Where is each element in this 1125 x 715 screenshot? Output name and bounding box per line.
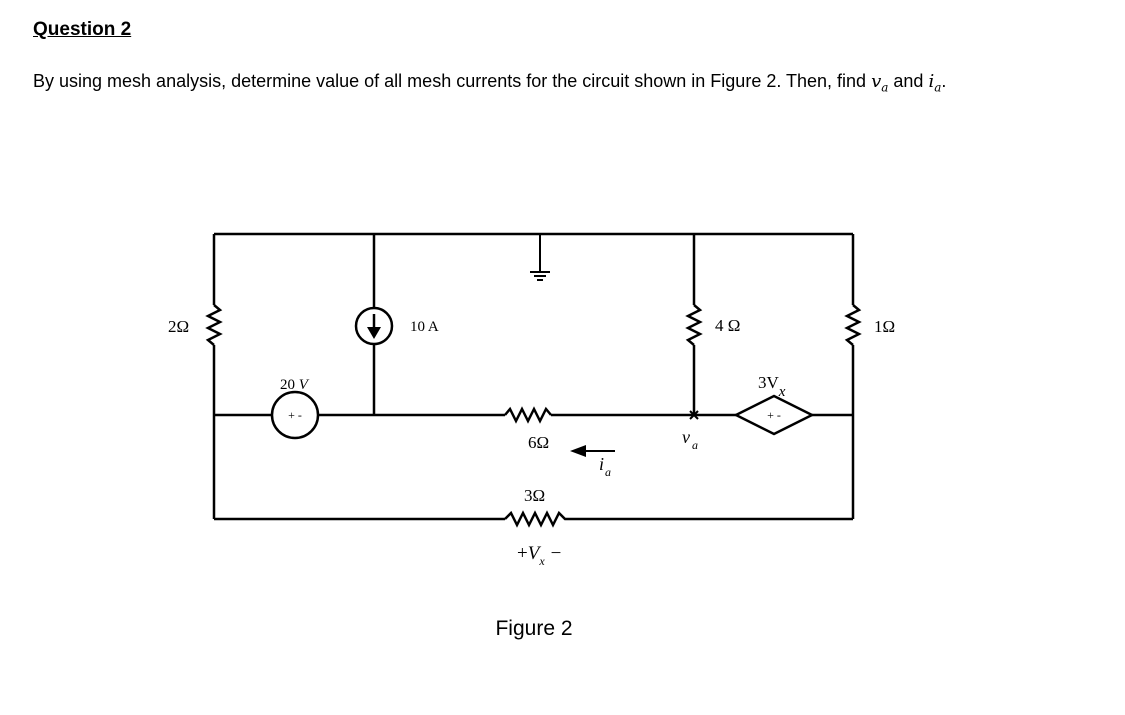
arrow-down-icon (367, 314, 381, 339)
label-10a: 10 A (410, 319, 439, 335)
label-ia: ia (599, 454, 611, 479)
resistor-1ohm (844, 304, 862, 346)
label-3vx: 3Vx (758, 373, 786, 400)
label-vx: +Vx− (517, 543, 561, 568)
resistor-3ohm (504, 510, 570, 528)
label-6ohm: 6Ω (528, 433, 549, 452)
label-4ohm: 4 Ω (715, 316, 740, 335)
current-arrow-icon (570, 445, 615, 457)
figure-caption: Figure 2 (495, 617, 572, 640)
label-20v: 20 V (280, 377, 310, 393)
label-2ohm: 2Ω (168, 317, 189, 336)
math-ia: ia (928, 71, 942, 95)
node-marker (689, 410, 699, 420)
label-1ohm: 1Ω (874, 317, 895, 336)
question-text-part1: By using mesh analysis, determine value … (33, 71, 872, 91)
dep-source-polarity: + - (767, 408, 781, 422)
math-va: va (871, 71, 889, 95)
voltage-source-polarity: + - (288, 408, 302, 422)
question-text-part2: and (888, 71, 929, 91)
question-text: By using mesh analysis, determine value … (33, 71, 946, 95)
ground-icon (530, 234, 550, 281)
label-3ohm: 3Ω (524, 486, 545, 505)
resistor-2ohm (205, 304, 223, 346)
resistor-4ohm (685, 304, 703, 346)
resistor-6ohm (504, 406, 552, 424)
question-text-part3: . (941, 71, 947, 91)
question-heading: Question 2 (33, 19, 132, 40)
